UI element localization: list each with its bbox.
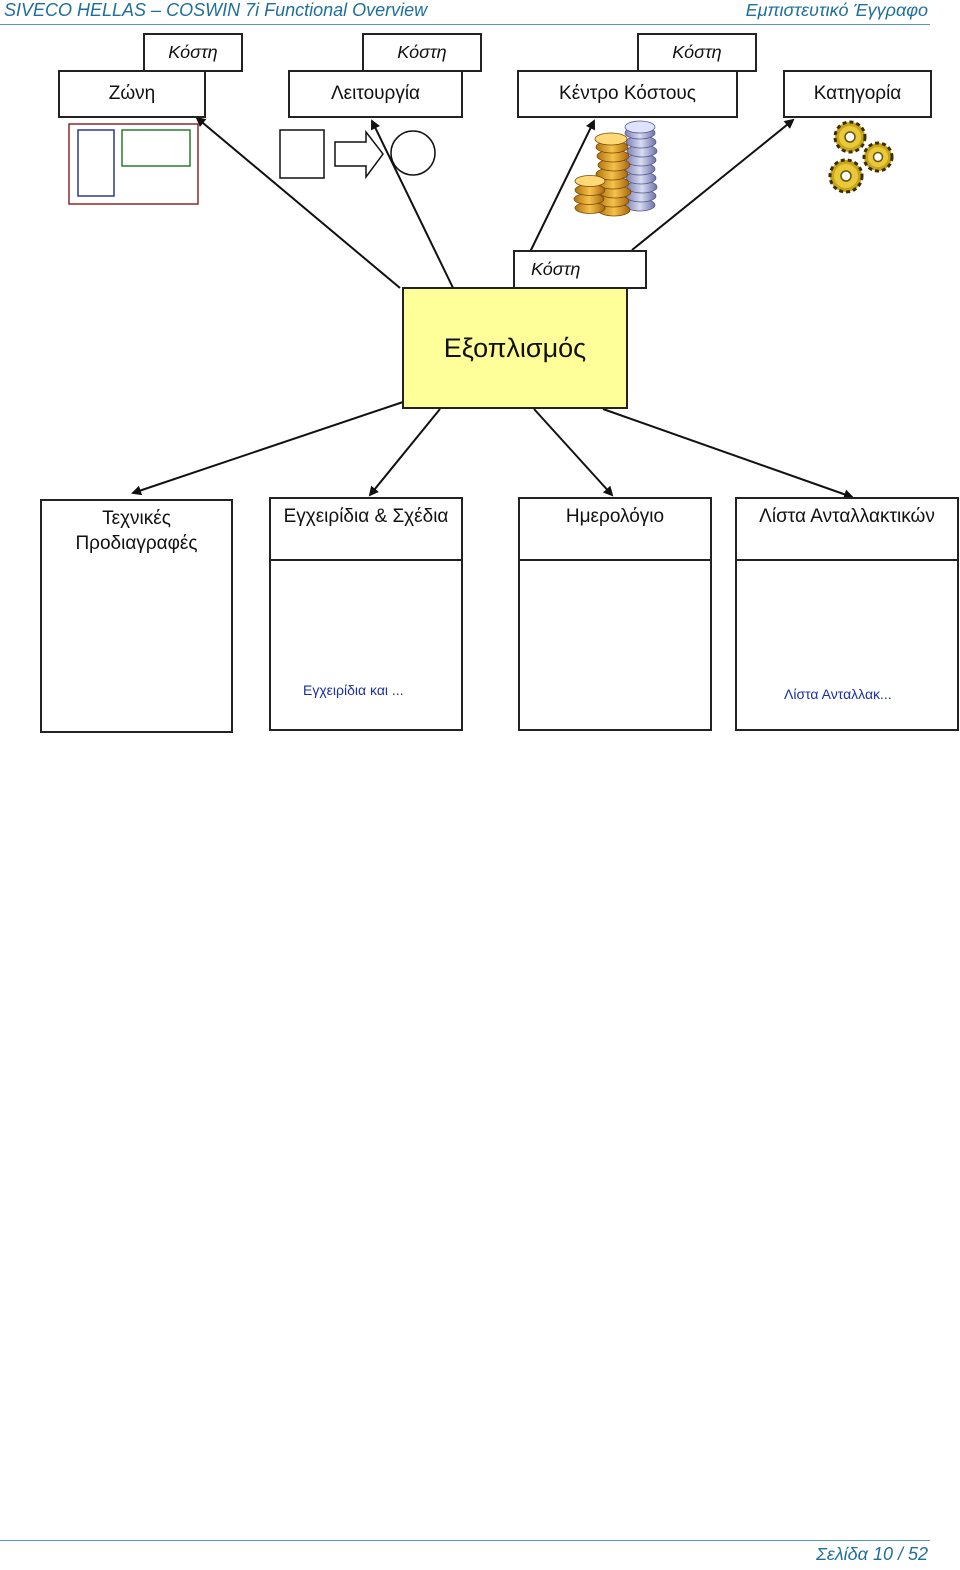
cost-tag-zone: Κόστη xyxy=(143,33,243,72)
node-equipment: Εξοπλισμός xyxy=(402,287,628,409)
document-confidentiality-label: Εμπιστευτικό Έγγραφο xyxy=(745,0,928,20)
arrow-to-cost-center xyxy=(529,119,595,253)
coins-icon xyxy=(573,120,658,217)
footer-divider xyxy=(0,1540,930,1541)
cost-tag-function: Κόστη xyxy=(362,33,482,72)
cost-tag-equipment: Κόστη xyxy=(513,250,647,289)
arrow-to-calendar xyxy=(533,408,614,497)
connectors-top xyxy=(195,116,795,293)
panel-title-calendar: Ημερολόγιο xyxy=(520,499,710,561)
zone-icon xyxy=(68,123,199,205)
node-function: Λειτουργία xyxy=(288,70,463,118)
panel-spare-parts-list: Λίστα Ανταλλακτικών xyxy=(735,497,959,731)
node-cost-center: Κέντρο Κόστους xyxy=(517,70,738,118)
header-divider xyxy=(0,24,930,25)
panel-title-manuals-drawings: Εγχειρίδια & Σχέδια xyxy=(271,499,461,561)
panel-title-technical-specifications: Τεχνικές Προδιαγραφές xyxy=(75,508,198,554)
arrow-to-zone xyxy=(195,116,401,289)
node-category: Κατηγορία xyxy=(783,70,932,118)
document-header-title: SIVECO HELLAS – COSWIN 7i Functional Ove… xyxy=(4,0,428,20)
arrow-to-manuals xyxy=(368,408,441,497)
arrow-to-tech-specs xyxy=(131,401,404,496)
arrow-to-spare-parts xyxy=(602,408,854,500)
node-zone: Ζώνη xyxy=(58,70,206,118)
spare-parts-icon-caption: Λίστα Ανταλλακ... xyxy=(784,686,892,702)
function-shapes-icon xyxy=(279,129,436,180)
panel-manuals-drawings: Εγχειρίδια & Σχέδια xyxy=(269,497,463,731)
panel-title-spare-parts-list: Λίστα Ανταλλακτικών xyxy=(737,499,957,561)
cost-tag-cost-center: Κόστη xyxy=(637,33,757,72)
panel-calendar: Ημερολόγιο xyxy=(518,497,712,731)
connectors-bottom xyxy=(131,401,854,500)
arrow-to-category xyxy=(631,118,795,251)
manuals-icon-caption: Εγχειρίδια και ... xyxy=(303,682,404,698)
panel-technical-specifications: Τεχνικές Προδιαγραφές xyxy=(40,499,233,733)
arrow-to-function xyxy=(370,119,456,293)
gears-icon xyxy=(828,120,894,194)
page-number: Σελίδα 10 / 52 xyxy=(816,1544,928,1564)
